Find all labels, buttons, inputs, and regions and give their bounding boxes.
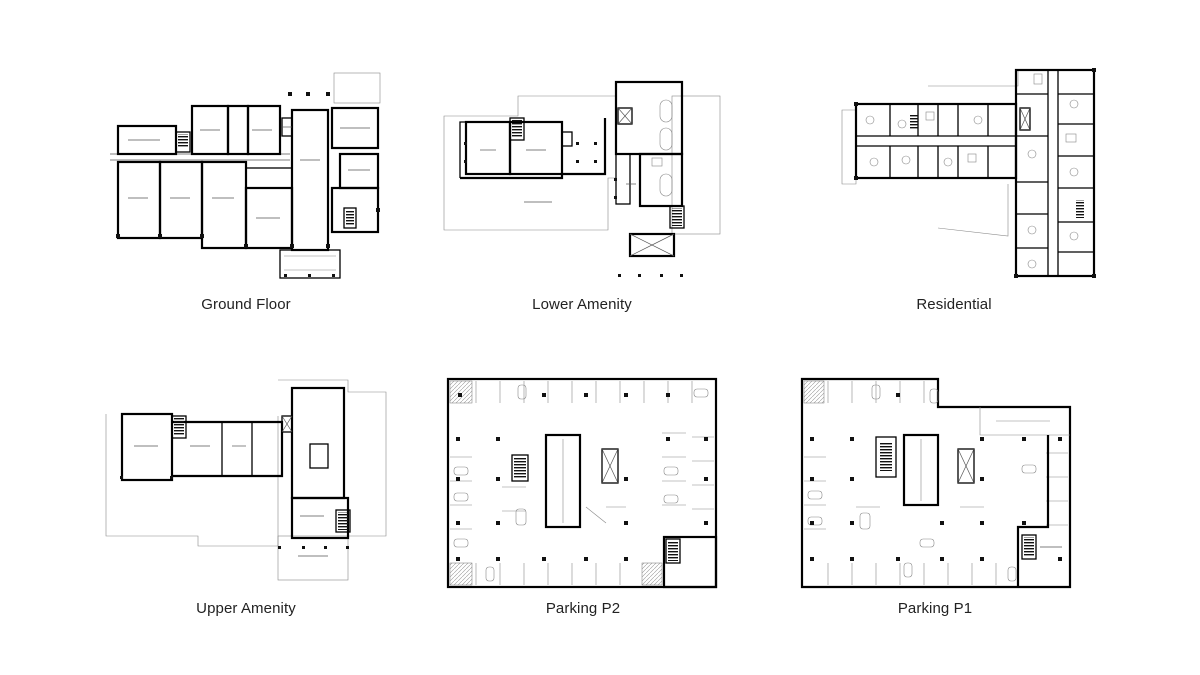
- plan-label-upper-amenity: Upper Amenity: [196, 600, 296, 617]
- residential-plan: [838, 64, 1108, 282]
- plan-label-ground-floor: Ground Floor: [201, 296, 291, 313]
- parking-p2-plan: [446, 377, 718, 589]
- plan-label-parking-p2: Parking P2: [545, 600, 621, 617]
- upper-amenity-plan: [102, 376, 392, 586]
- lower-amenity-plan: [440, 78, 725, 283]
- plan-label-residential: Residential: [916, 296, 992, 313]
- parking-p1-plan: [800, 377, 1072, 589]
- plan-label-lower-amenity: Lower Amenity: [532, 296, 632, 313]
- ground-floor-plan: [100, 70, 400, 285]
- plan-label-parking-p1: Parking P1: [897, 600, 973, 617]
